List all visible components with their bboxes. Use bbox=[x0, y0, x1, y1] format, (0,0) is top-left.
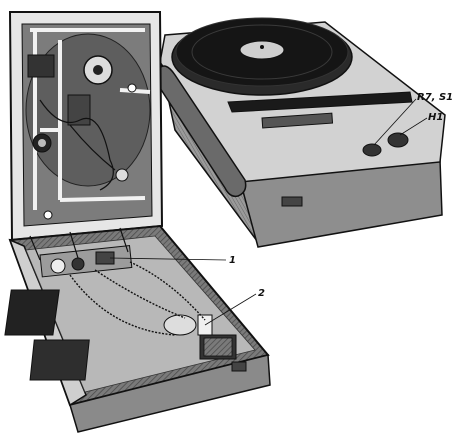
component-1-cap-a bbox=[50, 258, 66, 274]
spindle bbox=[260, 45, 264, 49]
component-1-cap-b bbox=[71, 257, 85, 271]
leader-h1 bbox=[399, 117, 428, 136]
compartment bbox=[4, 289, 60, 336]
hinge-wires bbox=[29, 227, 129, 261]
record-groove bbox=[191, 24, 333, 80]
lid-switch bbox=[115, 168, 129, 182]
case-wires bbox=[69, 261, 206, 336]
latch bbox=[281, 196, 303, 207]
lid-grommet bbox=[43, 210, 53, 220]
leader-r7 bbox=[373, 98, 417, 146]
case-latch bbox=[231, 361, 247, 372]
speed-knob bbox=[362, 143, 382, 157]
carry-handle bbox=[157, 65, 247, 198]
lid-speaker-cone bbox=[38, 139, 46, 147]
compartment-floor bbox=[29, 339, 90, 381]
turntable-unit bbox=[157, 17, 446, 248]
case-front bbox=[69, 354, 271, 433]
record-label bbox=[239, 40, 285, 60]
label-part-2: 2 bbox=[258, 288, 265, 299]
lid-relay bbox=[67, 94, 91, 126]
lid-jack bbox=[127, 83, 137, 93]
label-part-1: 1 bbox=[229, 255, 236, 266]
component-2-coil bbox=[203, 337, 233, 357]
label-r7-s1: R7, S1 bbox=[417, 92, 453, 103]
open-case bbox=[4, 224, 271, 433]
tonearm bbox=[227, 91, 413, 113]
lid-wires bbox=[39, 99, 116, 191]
tonearm-rest bbox=[261, 112, 334, 129]
component-2-capacitor bbox=[163, 314, 197, 336]
volume-knob bbox=[387, 132, 409, 148]
lid-motor-hub bbox=[93, 65, 103, 75]
leader-2 bbox=[204, 293, 257, 326]
leader-1 bbox=[109, 257, 227, 261]
open-lid bbox=[8, 11, 164, 242]
label-h1: H1 bbox=[428, 112, 444, 123]
lid-transformer bbox=[27, 54, 55, 78]
